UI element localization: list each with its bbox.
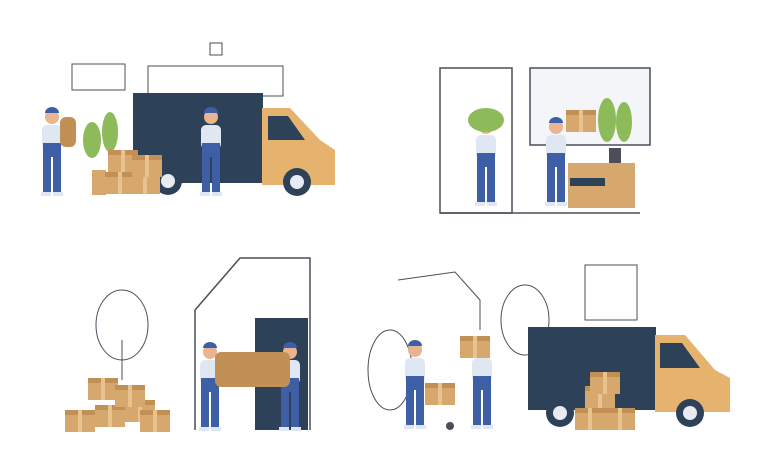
scene-carrying-sofa [65,257,311,432]
building-outline [584,264,638,321]
potted-plant [598,98,632,163]
window [529,67,651,146]
scene-apartment-entry [439,67,651,214]
window-decor [209,42,223,56]
scene-unloading-van [367,264,730,430]
building-outline [147,65,284,97]
box-stack [65,378,170,432]
tree [95,289,149,380]
dresser [568,163,635,208]
mover-with-chair [41,107,76,196]
plant [83,112,118,195]
mover-with-plant [468,108,504,206]
box-stack [105,150,162,194]
window-frame [71,63,126,91]
sofa [215,352,290,387]
tree [500,284,550,356]
van [133,93,335,196]
mover-with-hand-truck [404,340,455,430]
mover-carrying-box [460,336,493,429]
house-outline [397,271,481,330]
scene-loading-van [41,42,335,196]
house-outline [194,257,311,430]
